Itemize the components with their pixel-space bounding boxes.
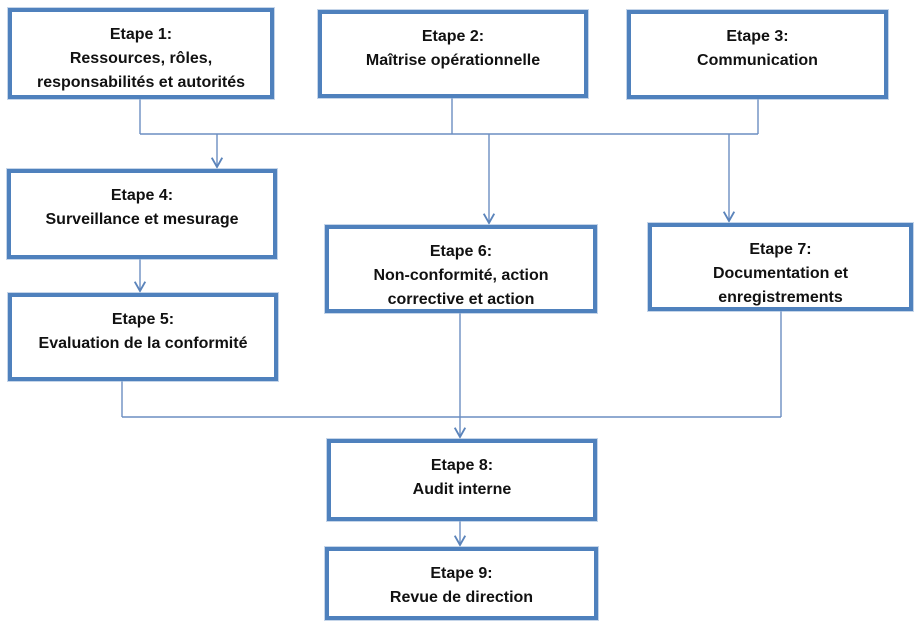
box-text-line: Audit interne — [412, 481, 512, 498]
box-text-line: Documentation et — [712, 265, 849, 282]
flow-box-etape-1: Etape 1: Ressources, rôles, responsabili… — [8, 8, 274, 99]
box-title: Etape 2: — [421, 28, 485, 45]
box-text-line: Communication — [697, 52, 818, 69]
box-text-line: Non-conformité, action — [373, 267, 549, 284]
box-text-line: corrective et action — [387, 291, 535, 308]
flow-box-etape-8: Etape 8: Audit interne — [327, 439, 597, 521]
flow-box-etape-5: Etape 5: Evaluation de la conformité — [8, 293, 278, 381]
flow-box-etape-4: Etape 4: Surveillance et mesurage — [7, 169, 277, 259]
box-text-line: Evaluation de la conformité — [38, 335, 248, 352]
box-text-line: responsabilités et autorités — [36, 74, 246, 91]
box-title: Etape 4: — [110, 187, 174, 204]
box-title: Etape 1: — [109, 26, 173, 43]
flow-box-etape-9: Etape 9: Revue de direction — [325, 547, 598, 620]
box-title: Etape 7: — [749, 241, 812, 258]
box-text-line: Revue de direction — [389, 589, 534, 606]
flow-box-etape-6: Etape 6: Non-conformité, action correcti… — [325, 225, 597, 313]
flow-box-etape-3: Etape 3: Communication — [627, 10, 888, 99]
box-title: Etape 8: — [430, 457, 494, 474]
box-title: Etape 6: — [429, 243, 493, 260]
box-text-line: Ressources, rôles, — [69, 50, 213, 67]
box-title: Etape 3: — [726, 28, 789, 45]
flow-box-etape-7: Etape 7: Documentation et enregistrement… — [648, 223, 913, 311]
flow-box-etape-2: Etape 2: Maîtrise opérationnelle — [318, 10, 588, 98]
box-title: Etape 5: — [111, 311, 175, 328]
box-text-line: Maîtrise opérationnelle — [365, 52, 541, 69]
box-title: Etape 9: — [430, 565, 493, 582]
box-text-line: Surveillance et mesurage — [45, 211, 239, 228]
box-text-line: enregistrements — [718, 289, 843, 306]
